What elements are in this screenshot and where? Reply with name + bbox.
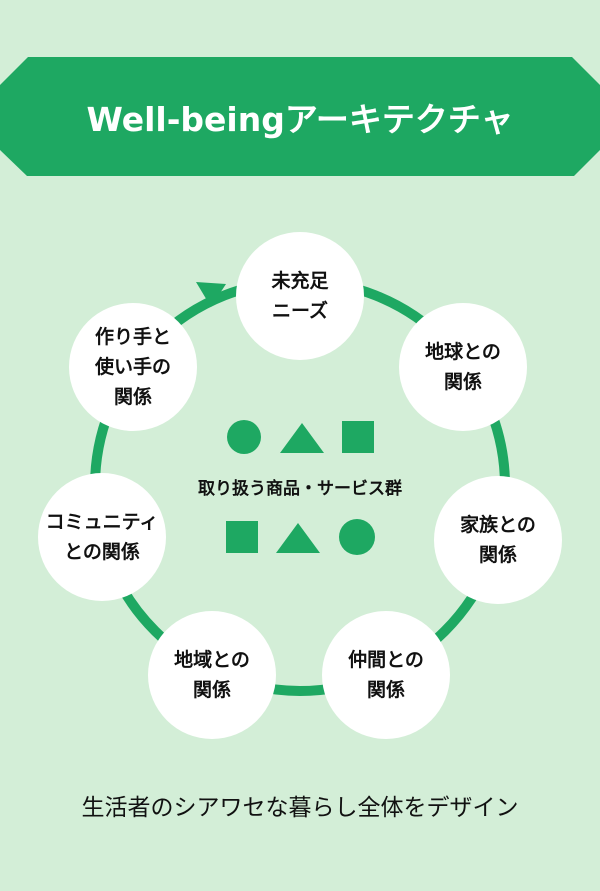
node-label-line: 地域との [174, 649, 250, 671]
node-label-line: 仲間との [348, 649, 424, 671]
node-community-relation: コミュニティとの関係 [38, 473, 166, 601]
node-maker-user-relation: 作り手と使い手の関係 [69, 303, 197, 431]
node-label-line: 使い手の [94, 356, 171, 378]
square-icon [226, 521, 258, 553]
node-label-line: 家族との [460, 514, 536, 536]
circle-icon [339, 519, 375, 555]
node-label-line: との関係 [64, 541, 140, 563]
title-banner [0, 57, 600, 176]
node-label-line: 関係 [113, 386, 152, 408]
node-label-line: コミュニティ [45, 511, 159, 533]
node-label-line: 作り手と [94, 326, 171, 348]
circle-icon [227, 420, 261, 454]
triangle-icon [276, 523, 320, 553]
triangle-icon [280, 423, 324, 453]
node-family-relation: 家族との関係 [434, 476, 562, 604]
node-label-line: 関係 [366, 679, 405, 701]
node-earth-relation: 地球との関係 [399, 303, 527, 431]
node-label-line: 関係 [192, 679, 231, 701]
cycle-arrow-icon [196, 282, 226, 307]
node-peer-relation: 仲間との関係 [322, 611, 450, 739]
node-unmet-needs: 未充足ニーズ [236, 232, 364, 360]
center-label: 取り扱う商品・サービス群 [198, 479, 402, 499]
node-label-line: ニーズ [271, 300, 329, 322]
node-label-line: 地球との [425, 341, 501, 363]
node-region-relation: 地域との関係 [148, 611, 276, 739]
node-label-line: 関係 [478, 544, 517, 566]
page-title: Well-beingアーキテクチャ [86, 99, 514, 139]
node-label-line: 関係 [443, 371, 482, 393]
square-icon [342, 421, 374, 453]
node-label-line: 未充足 [271, 270, 329, 292]
footer-caption: 生活者のシアワセな暮らし全体をデザイン [81, 795, 519, 821]
